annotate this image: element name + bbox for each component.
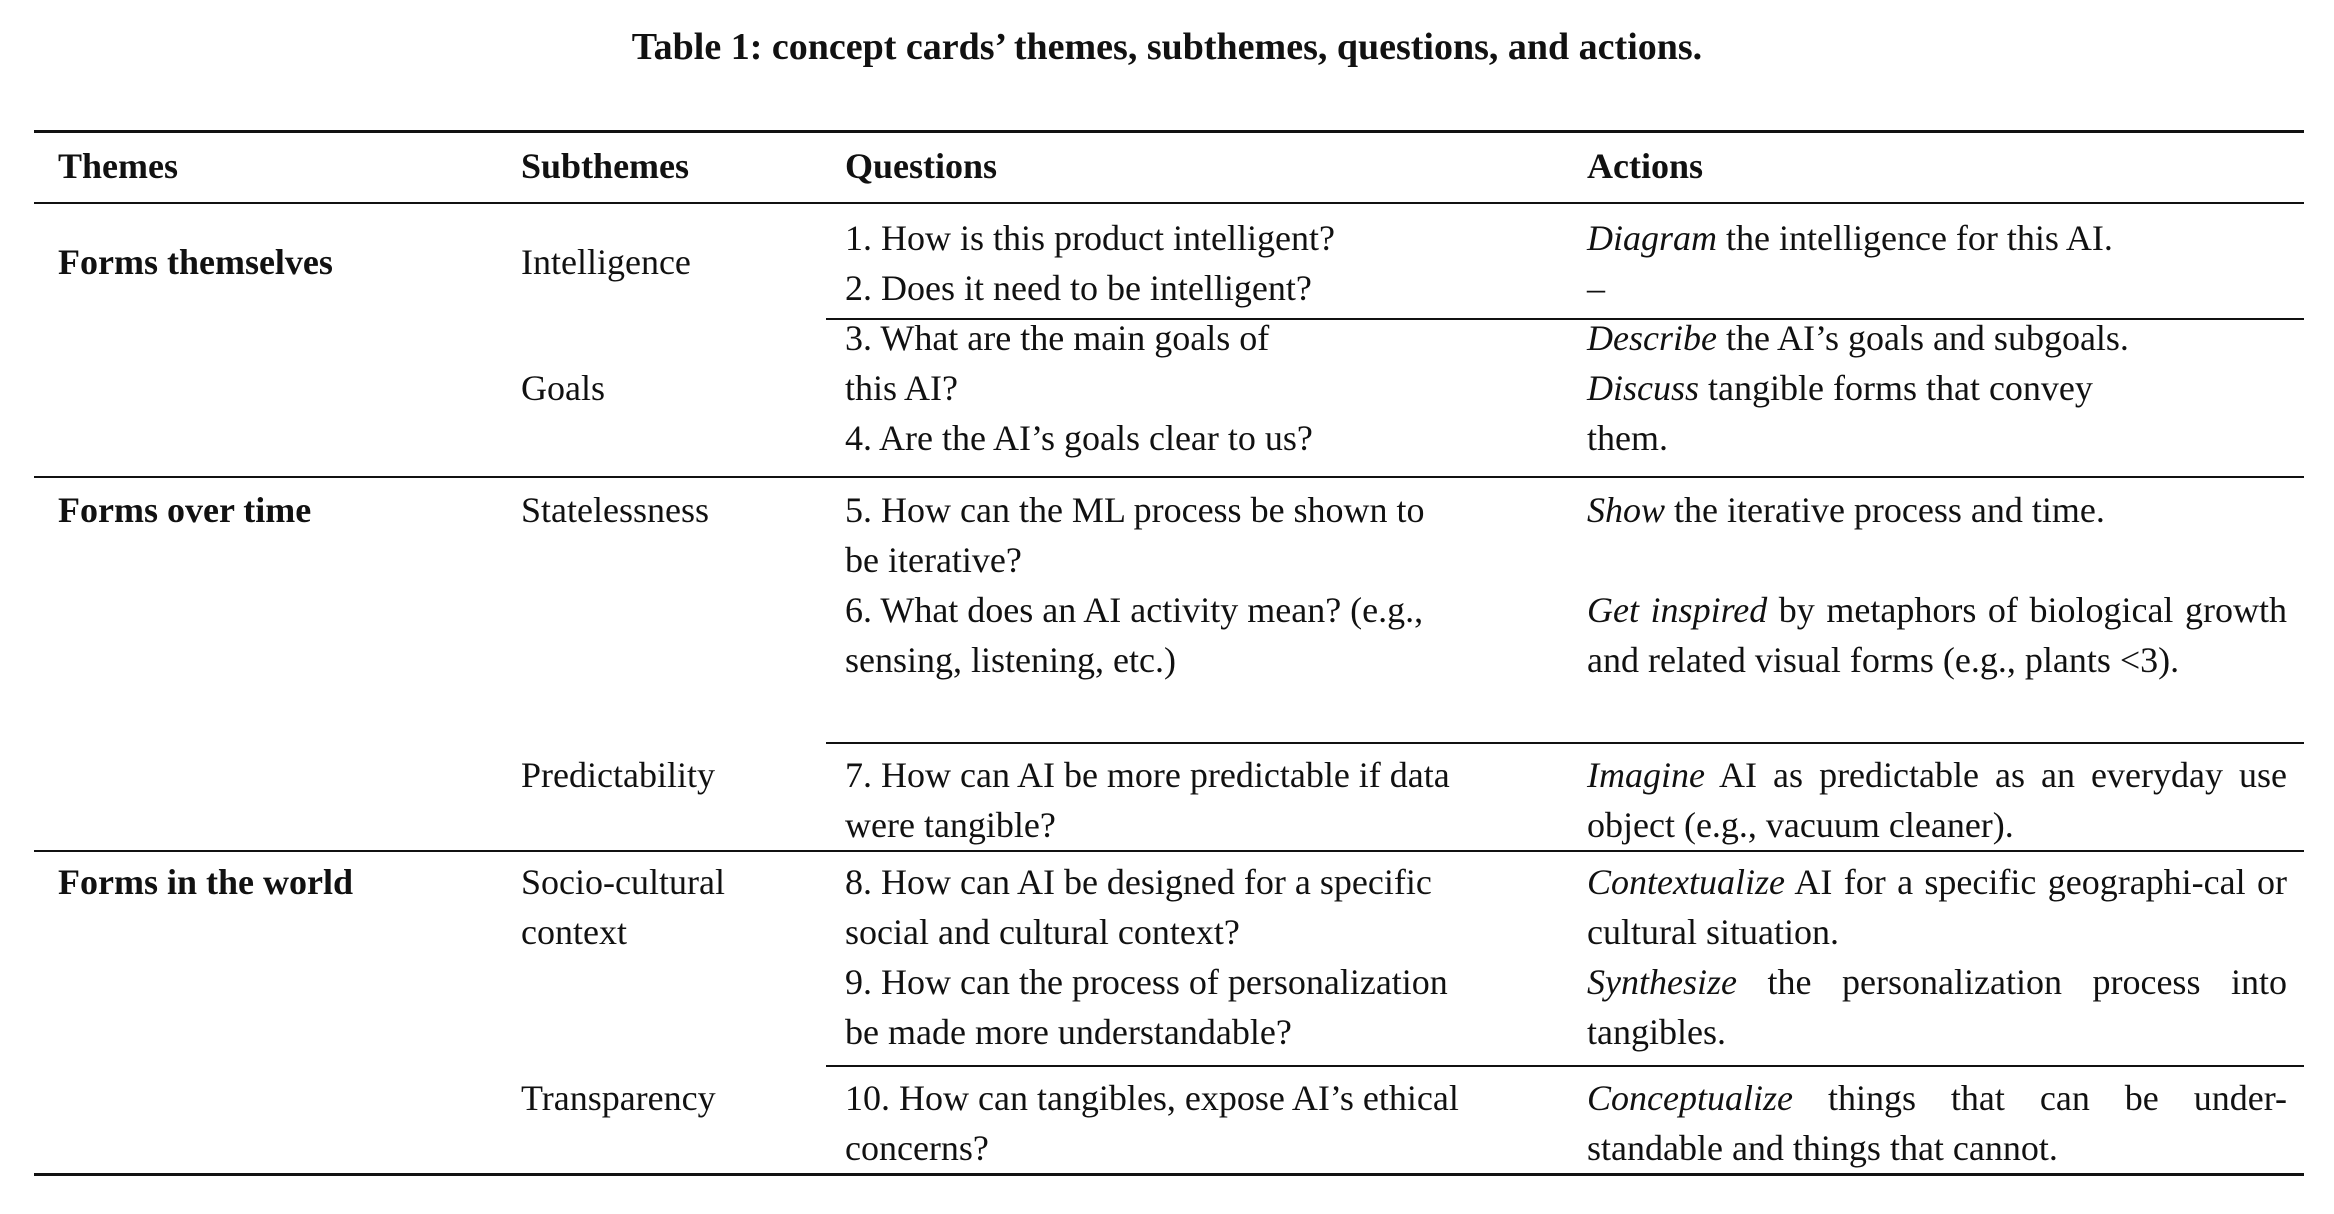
table-caption: Table 1: concept cards’ themes, subtheme… xyxy=(631,26,1703,68)
concept-cards-table: Themes Subthemes Questions Actions Forms… xyxy=(34,130,2304,1176)
action-verb: Discuss xyxy=(1587,368,1700,408)
theme-forms-themselves: Forms themselves xyxy=(58,242,333,282)
action-text: AI for a specific geographi-cal or cultu… xyxy=(1587,862,2287,952)
action-text: the AI’s goals and subgoals. xyxy=(1716,318,2129,358)
action-1: Diagram the intelligence for this AI. xyxy=(1587,213,2113,263)
header-themes: Themes xyxy=(58,146,178,186)
header-actions: Actions xyxy=(1587,146,1703,186)
question-4: 4. Are the AI’s goals clear to us? xyxy=(845,418,1313,458)
subtheme-socio-cultural-line-2: context xyxy=(521,912,627,952)
action-2: – xyxy=(1587,268,1605,308)
action-9: Synthesize the personalization process i… xyxy=(1587,957,2287,1057)
action-5: Show the iterative process and time. xyxy=(1587,485,2105,535)
question-9-line-2: be made more understandable? xyxy=(845,1012,1292,1052)
action-3: Describe the AI’s goals and subgoals. xyxy=(1587,313,2129,363)
subtheme-statelessness: Statelessness xyxy=(521,490,709,530)
action-7: Imagine AI as predictable as an everyday… xyxy=(1587,750,2287,850)
subtheme-rule-predictability xyxy=(826,742,2304,744)
subtheme-socio-cultural-line-1: Socio-cultural xyxy=(521,862,725,902)
header-rule xyxy=(34,202,2304,204)
question-10-line-2: concerns? xyxy=(845,1128,989,1168)
action-verb: Imagine xyxy=(1587,755,1705,795)
action-text: the iterative process and time. xyxy=(1665,490,2105,530)
subtheme-predictability: Predictability xyxy=(521,755,715,795)
action-8: Contextualize AI for a specific geograph… xyxy=(1587,857,2287,957)
action-verb: Diagram xyxy=(1587,218,1718,258)
theme-forms-in-the-world: Forms in the world xyxy=(58,862,353,902)
action-text: things that can be under-standable and t… xyxy=(1587,1078,2287,1168)
action-6: Get inspired by metaphors of biological … xyxy=(1587,585,2287,685)
action-text: the personalization process into tangibl… xyxy=(1587,962,2287,1052)
bottom-rule xyxy=(34,1173,2304,1176)
question-8-line-2: social and cultural context? xyxy=(845,912,1240,952)
action-verb: Show xyxy=(1587,490,1666,530)
question-1: 1. How is this product intelligent? xyxy=(845,218,1335,258)
question-5-line-1: 5. How can the ML process be shown to xyxy=(845,490,1425,530)
question-7-line-2: were tangible? xyxy=(845,805,1056,845)
question-3-line-1: 3. What are the main goals of xyxy=(845,318,1270,358)
action-text: tangible forms that convey xyxy=(1699,368,2093,408)
action-verb: Conceptualize xyxy=(1587,1078,1793,1118)
action-verb: Contextualize xyxy=(1587,862,1785,902)
theme-rule-over-time xyxy=(34,476,2304,478)
question-7-line-1: 7. How can AI be more predictable if dat… xyxy=(845,755,1450,795)
header-questions: Questions xyxy=(845,146,998,186)
action-text: AI as predictable as an everyday use obj… xyxy=(1587,755,2287,845)
question-9-line-1: 9. How can the process of personalizatio… xyxy=(845,962,1448,1002)
question-6-line-2: sensing, listening, etc.) xyxy=(845,640,1176,680)
header-subthemes: Subthemes xyxy=(521,146,690,186)
action-verb: Get inspired xyxy=(1587,590,1768,630)
action-verb: Describe xyxy=(1587,318,1717,358)
question-6-line-1: 6. What does an AI activity mean? (e.g., xyxy=(845,590,1424,630)
subtheme-transparency: Transparency xyxy=(521,1078,716,1118)
action-text: by metaphors of biological growth and re… xyxy=(1587,590,2287,680)
theme-rule-in-world xyxy=(34,850,2304,852)
subtheme-rule-transparency xyxy=(826,1065,2304,1067)
question-3-line-2: this AI? xyxy=(845,368,958,408)
question-8-line-1: 8. How can AI be designed for a specific xyxy=(845,862,1432,902)
top-rule xyxy=(34,130,2304,133)
question-10-line-1: 10. How can tangibles, expose AI’s ethic… xyxy=(845,1078,1459,1118)
subtheme-goals: Goals xyxy=(521,368,605,408)
question-5-line-2: be iterative? xyxy=(845,540,1022,580)
action-10: Conceptualize things that can be under-s… xyxy=(1587,1073,2287,1173)
action-verb: Synthesize xyxy=(1587,962,1737,1002)
subtheme-intelligence: Intelligence xyxy=(521,242,691,282)
question-2: 2. Does it need to be intelligent? xyxy=(845,268,1312,308)
action-4-line-1: Discuss tangible forms that convey xyxy=(1587,363,2093,413)
theme-forms-over-time: Forms over time xyxy=(58,490,312,530)
subtheme-rule-goals xyxy=(826,318,2304,320)
action-text: the intelligence for this AI. xyxy=(1717,218,2113,258)
action-4-line-2: them. xyxy=(1587,418,1668,458)
